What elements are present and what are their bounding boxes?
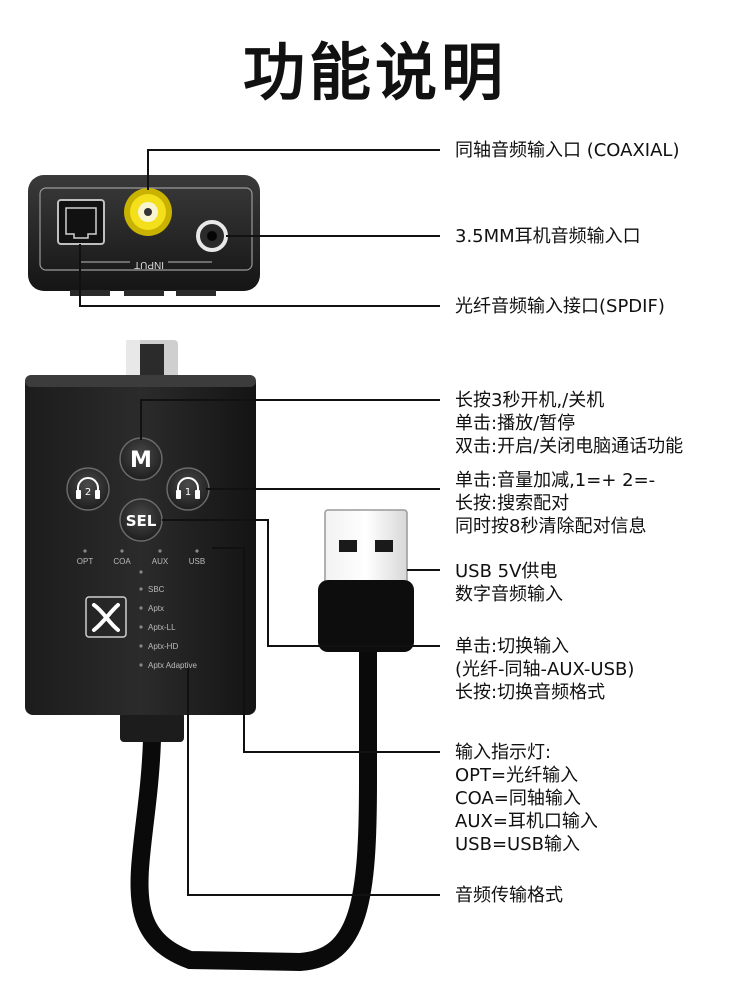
m-button-label: M [130, 448, 152, 473]
coaxial-port [124, 188, 172, 236]
callout-volume: 单击:音量加减,1=+ 2=- 长按:搜索配对 同时按8秒清除配对信息 [455, 470, 656, 537]
indicator-coa: COA [113, 557, 131, 566]
input-indicators: OPT COA AUX USB [77, 549, 205, 566]
line-m-button [140, 399, 440, 440]
line-coaxial [147, 149, 440, 190]
callout-lines [79, 149, 440, 896]
callout-m-button: 长按3秒开机,/关机 单击:播放/暂停 双击:开启/关闭电脑通话功能 [455, 390, 684, 457]
callout-coaxial: 同轴音频输入口 (COAXIAL) [455, 140, 680, 161]
usb-cable [130, 621, 377, 972]
indicator-aux: AUX [152, 557, 169, 566]
headphone-2-label: 2 [85, 487, 91, 498]
input-panel: INPUT [28, 175, 260, 296]
sel-button[interactable]: SEL [119, 498, 163, 542]
aux-port [196, 220, 228, 252]
format-aptx-ll: Aptx-LL [148, 623, 176, 632]
line-indicator [212, 547, 440, 753]
brand-logo [85, 596, 127, 638]
callout-usb: USB 5V供电 数字音频输入 [455, 561, 563, 605]
page-title: 功能说明 [242, 36, 507, 109]
callout-aux: 3.5MM耳机音频输入口 [455, 226, 641, 247]
callout-format: 音频传输格式 [455, 885, 563, 906]
m-button[interactable]: M [119, 437, 163, 481]
sel-button-label: SEL [126, 512, 157, 530]
headphone-1-button[interactable]: 1 [166, 467, 210, 511]
callout-indicator: 输入指示灯: OPT=光纤输入 COA=同轴输入 AUX=耳机口输入 USB=U… [455, 742, 598, 855]
device-body [25, 375, 256, 715]
cable-strain-relief [120, 712, 184, 742]
format-aptx-hd: Aptx-HD [148, 642, 178, 651]
format-aptx-adaptive: Aptx Adaptive [148, 661, 197, 670]
callout-sel: 单击:切换输入 (光纤-同轴-AUX-USB) 长按:切换音频格式 [455, 636, 635, 703]
input-label: INPUT [134, 259, 164, 270]
indicator-usb: USB [189, 557, 205, 566]
format-aptx: Aptx [148, 604, 164, 613]
optical-port [57, 199, 105, 245]
line-format [187, 668, 440, 896]
line-spdif [79, 244, 440, 307]
line-sel [162, 519, 440, 647]
callout-spdif: 光纤音频输入接口(SPDIF) [455, 296, 665, 317]
usb-plug [318, 509, 414, 652]
headphone-1-label: 1 [185, 487, 191, 498]
headphone-icon [77, 477, 99, 494]
format-indicators: SBC Aptx Aptx-LL Aptx-HD Aptx Adaptive [139, 570, 197, 670]
headphone-icon [177, 477, 199, 494]
format-sbc: SBC [148, 585, 165, 594]
headphone-2-button[interactable]: 2 [66, 467, 110, 511]
indicator-opt: OPT [77, 557, 94, 566]
input-panel-bezel [39, 187, 253, 271]
rca-plug-top [126, 340, 178, 378]
